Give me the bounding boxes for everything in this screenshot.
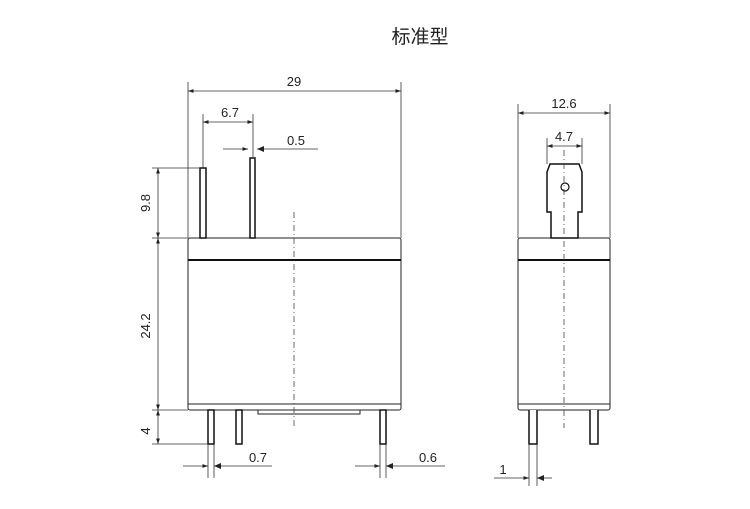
dim-bottom-pin-width-0-6: 0.6 [419, 450, 437, 465]
side-terminal-hole [560, 182, 570, 192]
dim-pin-thickness-0-5: 0.5 [287, 133, 305, 148]
front-bottom-pin-1 [207, 409, 215, 445]
dim-pin-spacing-6-7: 6.7 [221, 105, 239, 120]
dim-bottom-pin-length-4: 4 [138, 427, 153, 434]
dim-side-pin-width-1: 1 [499, 462, 506, 477]
side-bottom-pin-left [528, 410, 538, 445]
dim-0-7-arrowhead-right [214, 463, 221, 469]
dim-body-height-24-2: 24.2 [138, 313, 153, 338]
front-bottom-pin-2 [235, 409, 243, 445]
front-view: 29 6.7 0.5 9.8 24.2 4 0.7 [138, 74, 445, 478]
dim-width-29: 29 [287, 74, 301, 89]
dim-tab-width-4-7: 4.7 [555, 129, 573, 144]
front-bottom-pin-3 [379, 409, 387, 445]
dim-pin-height-9-8: 9.8 [138, 194, 153, 212]
front-body-outline [187, 237, 402, 411]
diagram-title: 标准型 [391, 26, 449, 48]
dim-1-arrowhead-right [537, 475, 544, 481]
side-view: 12.6 4.7 1 [494, 96, 611, 486]
front-top-pin-left [199, 167, 207, 239]
dim-bottom-pin-width-0-7: 0.7 [249, 450, 267, 465]
side-bottom-pin-right [589, 410, 599, 445]
front-base-notch [257, 410, 361, 415]
dim-side-width-12-6: 12.6 [551, 96, 576, 111]
dim-0-5-arrowhead-right [257, 146, 264, 152]
dim-0-6-arrowhead-right [386, 463, 393, 469]
side-terminal-tab [546, 163, 583, 239]
front-top-pin-right [249, 157, 256, 239]
